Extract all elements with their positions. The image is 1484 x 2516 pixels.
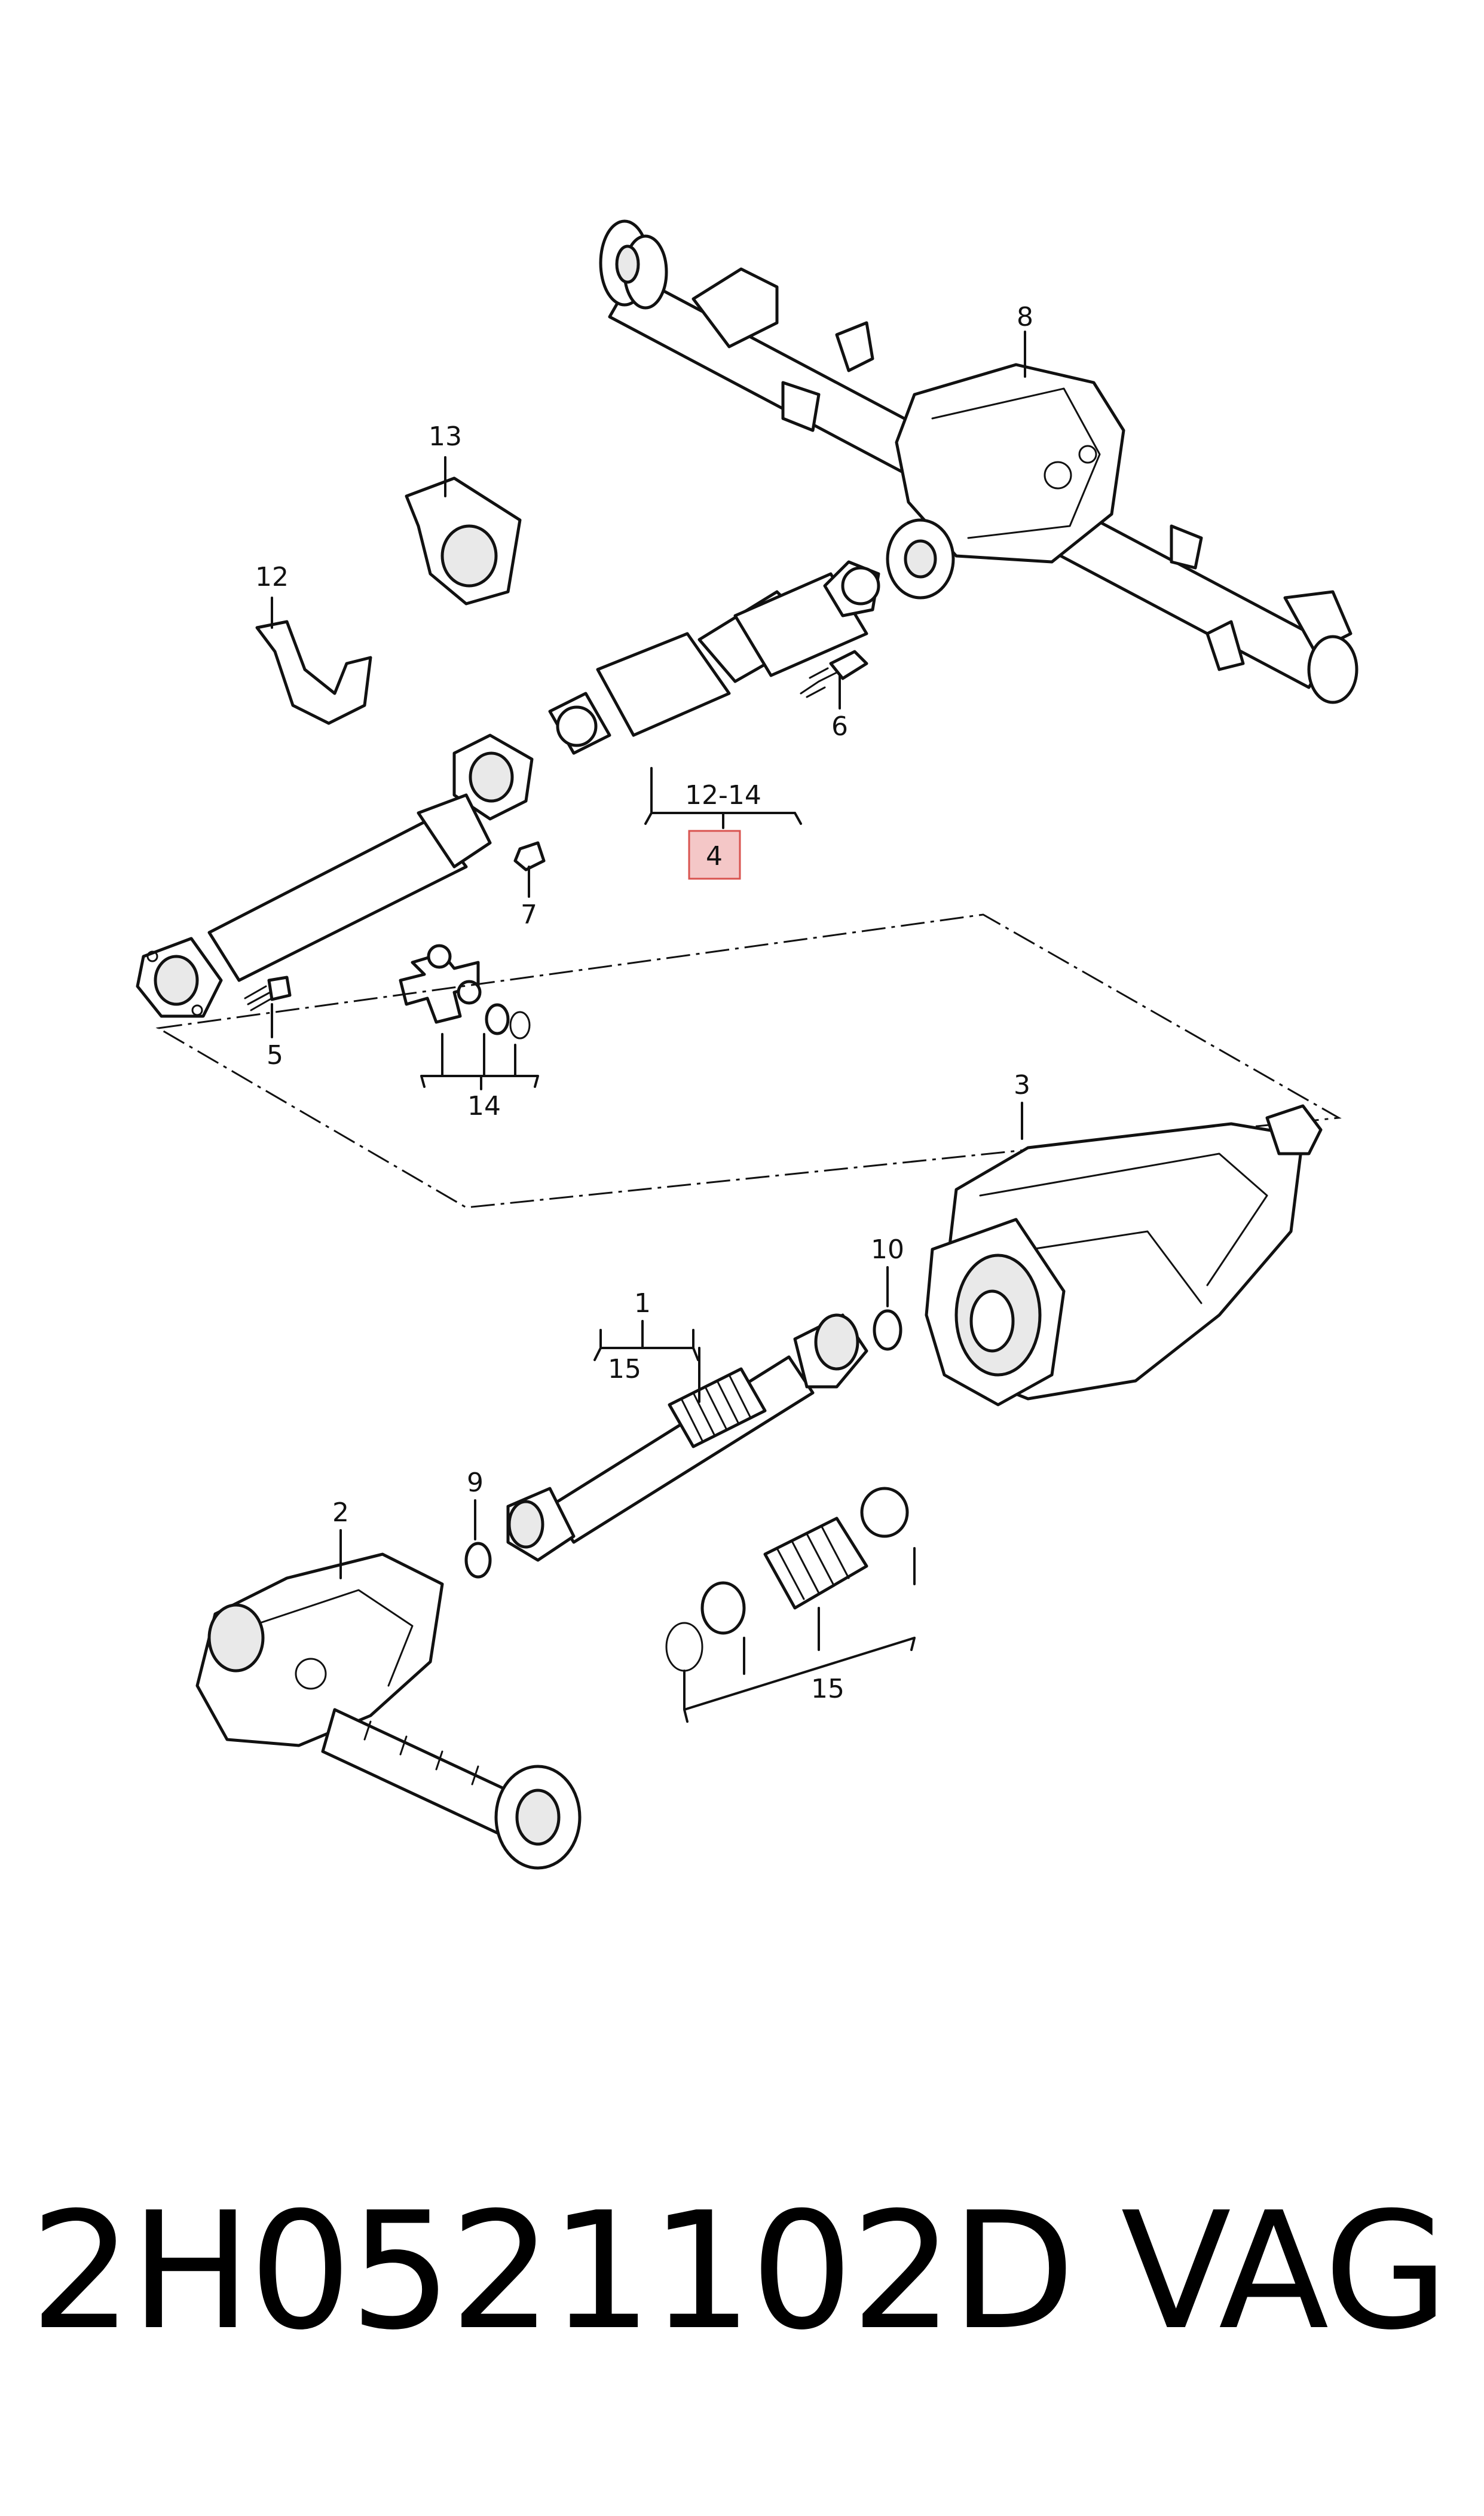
leader-lines xyxy=(271,331,1026,1723)
callout-5: 5 xyxy=(267,1040,283,1071)
brand-name: VAG xyxy=(1121,2177,1449,2365)
callout-8: 8 xyxy=(1017,302,1033,332)
rear-axle-drawing xyxy=(599,219,1358,704)
caption-bar: 2H0521102D VAG xyxy=(24,2176,1470,2367)
highlight-box-4 xyxy=(688,830,741,880)
callout-9: 9 xyxy=(467,1468,484,1498)
bracket-13-drawing xyxy=(405,476,522,606)
front-differential-drawing xyxy=(195,1552,582,1870)
callout-12: 12 xyxy=(255,562,289,592)
callout-6: 6 xyxy=(831,711,848,742)
boot-kit-15-drawing xyxy=(665,1487,909,1672)
callout-1: 1 xyxy=(634,1288,651,1319)
bolt-6-drawing xyxy=(800,650,868,698)
propshaft-drawing xyxy=(136,560,880,1018)
bracket-12-drawing xyxy=(255,620,372,725)
callout-15-top: 15 xyxy=(608,1354,641,1384)
callout-12-14: 12-14 xyxy=(685,780,761,811)
callout-3: 3 xyxy=(1014,1070,1030,1100)
callout-14: 14 xyxy=(467,1091,501,1121)
callout-15-bottom: 15 xyxy=(811,1674,844,1704)
exploded-parts-diagram: 8 13 12 6 12-14 4 7 5 14 3 10 1 15 9 2 1… xyxy=(136,219,1358,1870)
callout-7: 7 xyxy=(521,900,537,930)
circlip-9-drawing xyxy=(464,1542,492,1579)
callout-10: 10 xyxy=(871,1234,904,1265)
callout-13: 13 xyxy=(429,421,462,452)
part-number: 2H0521102D xyxy=(30,2177,1075,2365)
front-shaft-drawing xyxy=(506,1313,868,1562)
bolt-5-drawing xyxy=(244,976,292,1011)
exploded-view-frame xyxy=(155,913,1342,1209)
ujoint-kit-14-drawing xyxy=(399,944,531,1040)
callout-4: 4 xyxy=(706,841,723,872)
transmission-drawing xyxy=(925,1104,1323,1407)
callout-2: 2 xyxy=(332,1497,349,1528)
circlip-10-drawing xyxy=(873,1309,902,1351)
nut-7-drawing xyxy=(513,841,546,872)
